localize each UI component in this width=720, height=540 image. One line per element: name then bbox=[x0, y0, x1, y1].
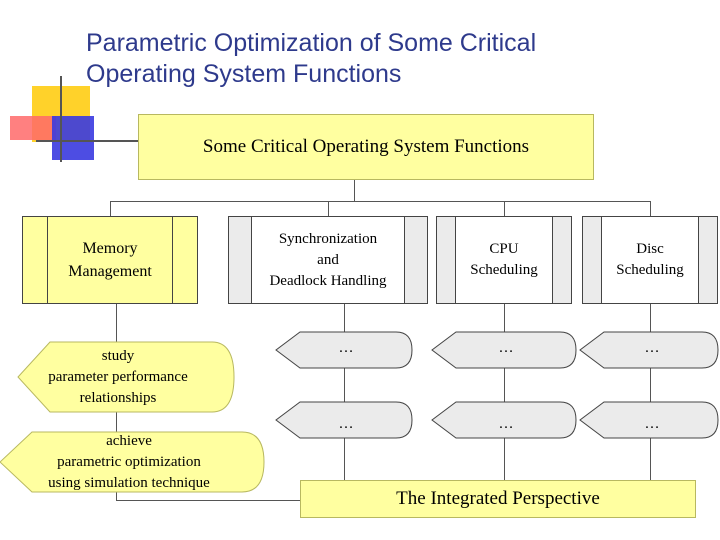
title-line-2: Operating System Functions bbox=[86, 60, 402, 88]
connector-disc-down bbox=[650, 304, 651, 480]
box-synchronization: Synchronization and Deadlock Handling bbox=[228, 216, 428, 304]
disc-row2-placeholder: … bbox=[644, 416, 660, 432]
sync-row1-placeholder: … bbox=[338, 340, 354, 356]
sync-line-3: Deadlock Handling bbox=[269, 272, 387, 289]
connector-memory-to-bottom-box bbox=[116, 500, 300, 501]
disc-line-1: Disc bbox=[636, 241, 664, 257]
connector-horizontal-bus bbox=[110, 201, 651, 202]
achieve-line-2: parametric optimization bbox=[57, 454, 201, 470]
connector-cpu-down bbox=[504, 304, 505, 480]
box-memory-management: Memory Management bbox=[22, 216, 198, 304]
box-synchronization-text: Synchronization and Deadlock Handling bbox=[251, 217, 405, 303]
achieve-line-3: using simulation technique bbox=[48, 475, 210, 491]
box-memory-management-text: Memory Management bbox=[47, 217, 173, 303]
disc-row1-placeholder: … bbox=[644, 340, 660, 356]
cpu-row1-placeholder: … bbox=[498, 340, 514, 356]
sync-line-1: Synchronization bbox=[278, 230, 378, 247]
sync-row2-placeholder: … bbox=[338, 416, 354, 432]
deco-horizontal-line bbox=[36, 140, 140, 142]
deco-blue-square bbox=[52, 116, 94, 160]
connector-sync-down bbox=[344, 304, 345, 480]
connector-cpu-drop bbox=[504, 201, 505, 216]
sync-line-2: and bbox=[317, 251, 339, 268]
connector-memory-mid bbox=[116, 412, 117, 432]
shape-cpu-row2 bbox=[431, 401, 577, 439]
top-box-critical-functions: Some Critical Operating System Functions bbox=[138, 114, 594, 180]
shape-sync-row1 bbox=[275, 331, 413, 369]
cpu-row2-placeholder: … bbox=[498, 416, 514, 432]
shape-cpu-row1 bbox=[431, 331, 577, 369]
shape-sync-row2 bbox=[275, 401, 413, 439]
disc-line-2: Scheduling bbox=[616, 262, 684, 278]
cpu-line-1: CPU bbox=[489, 241, 519, 257]
connector-disc-drop bbox=[650, 201, 651, 216]
achieve-line-1: achieve bbox=[106, 433, 152, 449]
study-text: study parameter performance relationship… bbox=[18, 346, 218, 409]
connector-sync-drop bbox=[328, 201, 329, 216]
deco-vertical-line bbox=[60, 76, 62, 162]
box-disc-scheduling-text: Disc Scheduling bbox=[601, 217, 699, 303]
page-title: Parametric Optimization of Some Critical… bbox=[86, 28, 646, 90]
study-line-1: study bbox=[101, 348, 135, 364]
study-line-3: relationships bbox=[79, 390, 157, 406]
memory-line-2: Management bbox=[68, 263, 152, 280]
box-cpu-scheduling-text: CPU Scheduling bbox=[455, 217, 553, 303]
shape-study bbox=[17, 341, 235, 413]
deco-red-square bbox=[10, 116, 56, 140]
cpu-line-2: Scheduling bbox=[470, 262, 538, 278]
connector-top-down bbox=[354, 180, 355, 202]
shape-achieve bbox=[0, 431, 265, 493]
achieve-text: achieve parametric optimization using si… bbox=[20, 431, 238, 494]
shape-disc-row1 bbox=[579, 331, 719, 369]
connector-memory-down bbox=[116, 304, 117, 342]
bottom-box-integrated-perspective: The Integrated Perspective bbox=[300, 480, 696, 518]
connector-memory-drop bbox=[110, 201, 111, 216]
title-line-1: Parametric Optimization of Some Critical bbox=[86, 29, 537, 57]
memory-line-1: Memory bbox=[82, 240, 138, 257]
connector-memory-bottom bbox=[116, 492, 117, 500]
shape-disc-row2 bbox=[579, 401, 719, 439]
box-cpu-scheduling: CPU Scheduling bbox=[436, 216, 572, 304]
study-line-2: parameter performance bbox=[48, 369, 188, 385]
box-disc-scheduling: Disc Scheduling bbox=[582, 216, 718, 304]
